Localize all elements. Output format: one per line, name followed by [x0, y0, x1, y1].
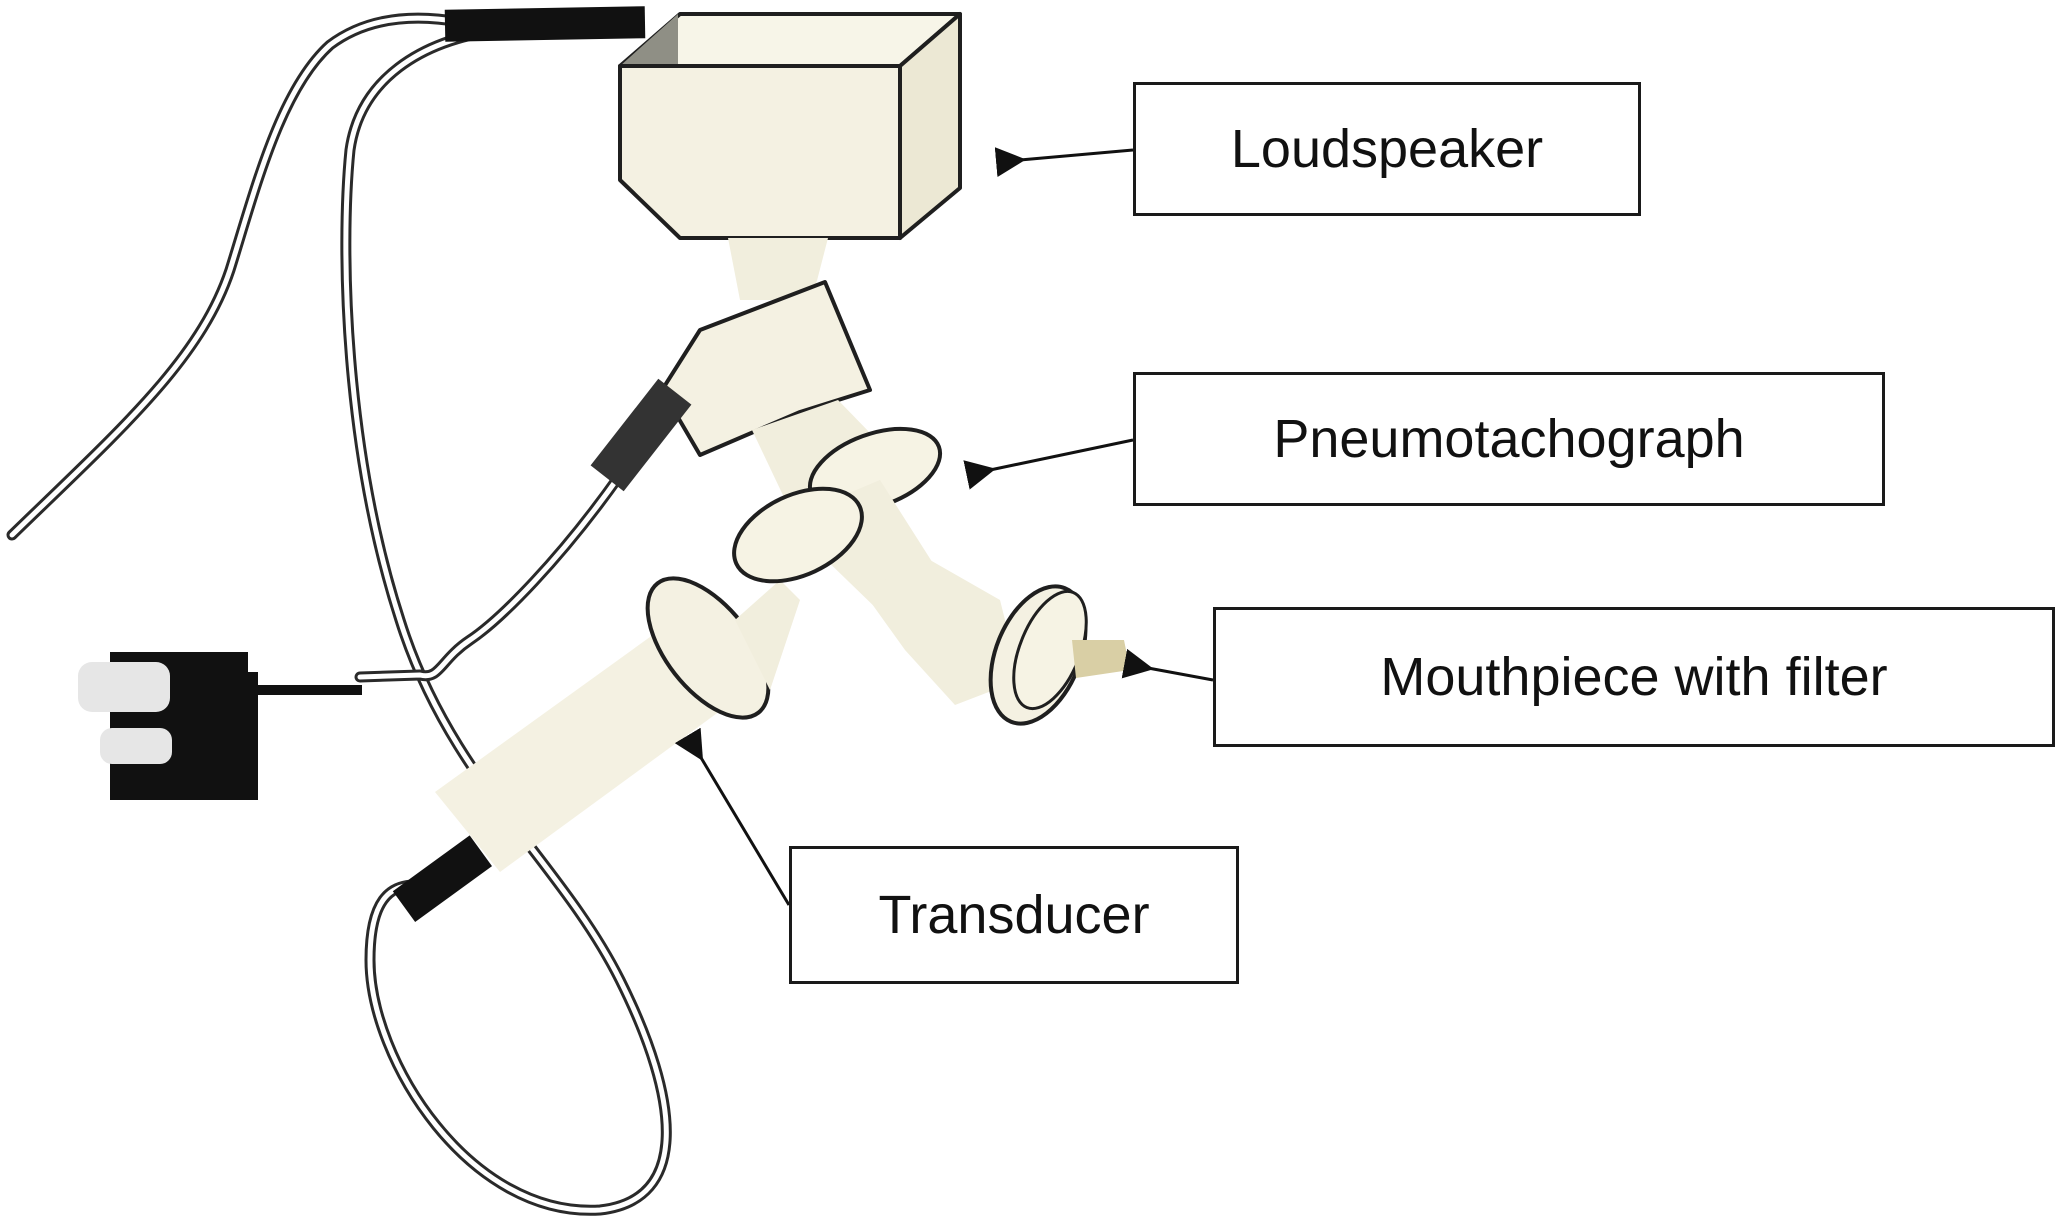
loudspeaker-arrow	[994, 147, 1134, 178]
port-cable	[354, 469, 626, 683]
speaker-neck	[728, 238, 828, 300]
pointer-arrows	[674, 147, 1214, 906]
cable-sleeve	[444, 6, 646, 42]
mouthpiece-assembly	[862, 560, 1130, 726]
filter-tip	[1072, 640, 1130, 678]
transducer-label: Transducer	[789, 846, 1239, 984]
loudspeaker-box	[618, 12, 962, 240]
left-cable	[6, 12, 466, 541]
loop-cable	[340, 24, 672, 1216]
mouthpiece-label-text: Mouthpiece with filter	[1380, 647, 1888, 707]
transducer-arrow	[674, 727, 791, 906]
transducer-label-text: Transducer	[878, 885, 1150, 945]
pneumotachograph-label: Pneumotachograph	[1133, 372, 1885, 506]
mouthpiece-arrow	[1121, 648, 1214, 682]
transducer-body	[392, 576, 800, 922]
cables	[6, 12, 672, 1216]
loudspeaker-label: Loudspeaker	[1133, 82, 1641, 216]
junction-ring	[732, 486, 864, 584]
pneumotachograph-arrow	[963, 438, 1134, 490]
loudspeaker-label-text: Loudspeaker	[1230, 119, 1544, 179]
mouthpiece-label: Mouthpiece with filter	[1213, 607, 2055, 747]
connector-plug	[78, 652, 362, 800]
pneumotachograph-label-text: Pneumotachograph	[1273, 409, 1745, 469]
